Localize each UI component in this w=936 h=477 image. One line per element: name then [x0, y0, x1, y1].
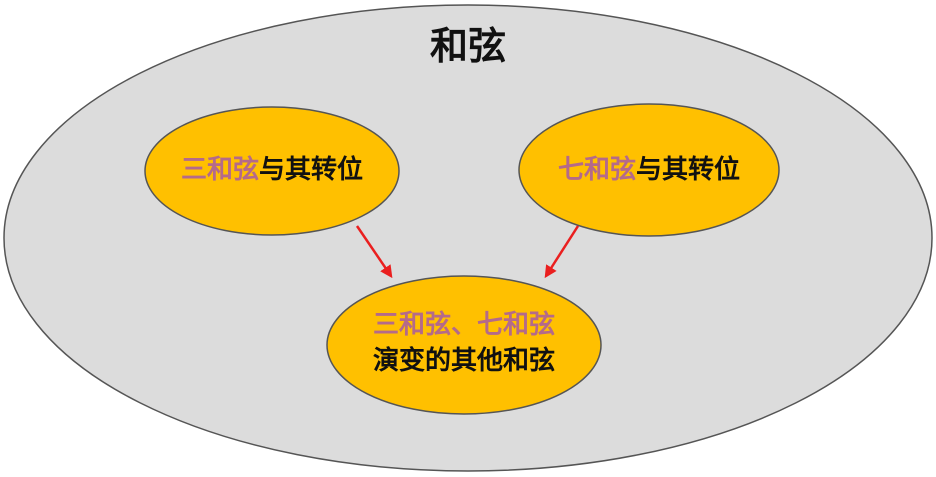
result-line2: 演变的其他和弦 — [372, 346, 556, 376]
arrow-seventh-to-result — [544, 225, 580, 279]
arrow-triad-to-result — [355, 225, 393, 279]
seventh-rest: 与其转位 — [636, 155, 741, 185]
triad-label: 三和弦与其转位 — [181, 157, 363, 183]
triad-node — [144, 106, 400, 236]
seventh-label: 七和弦与其转位 — [558, 157, 740, 183]
result-label: 三和弦、七和弦 演变的其他和弦 — [373, 308, 555, 380]
diagram-title: 和弦 — [429, 24, 507, 68]
triad-highlight: 三和弦 — [180, 155, 259, 185]
seventh-node — [518, 103, 780, 237]
result-node — [326, 275, 602, 415]
result-line1: 三和弦、七和弦 — [372, 310, 556, 341]
seventh-highlight: 七和弦 — [557, 155, 636, 185]
triad-rest: 与其转位 — [259, 155, 364, 185]
